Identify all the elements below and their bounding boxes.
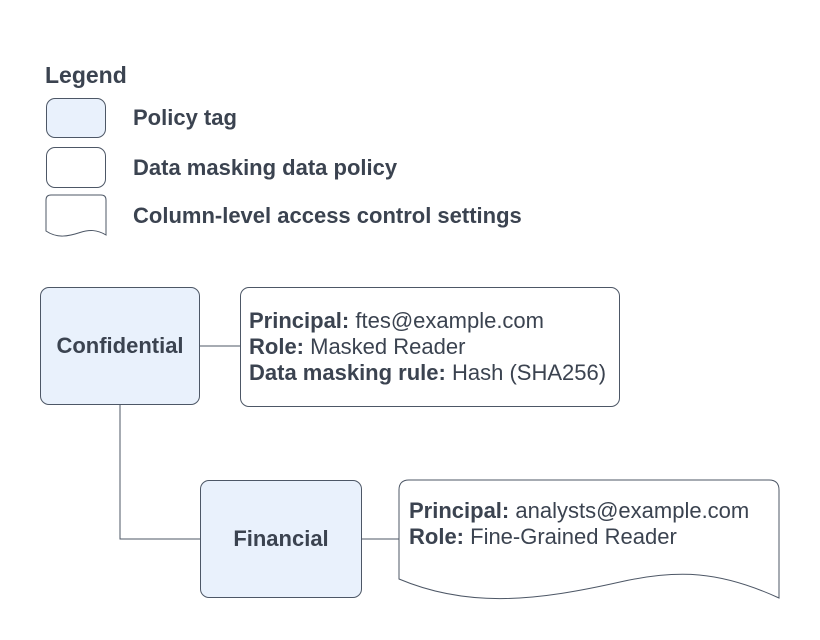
policy-field-masking-rule: Data masking rule: Hash (SHA256) xyxy=(249,360,619,386)
legend-title: Legend xyxy=(45,62,127,88)
field-value: Fine-Grained Reader xyxy=(470,524,677,549)
legend-label-data-masking-policy: Data masking data policy xyxy=(133,154,398,180)
field-value: Hash (SHA256) xyxy=(451,360,607,385)
field-label: Role: xyxy=(409,524,464,549)
legend-policy-tag-swatch xyxy=(46,98,106,138)
legend-document-shape xyxy=(45,194,107,237)
field-value: analysts@example.com xyxy=(515,498,750,523)
access-settings-text: Principal: analysts@example.com Role: Fi… xyxy=(409,498,749,550)
field-value: ftes@example.com xyxy=(355,308,544,333)
connector-confidential-to-financial xyxy=(119,405,200,540)
legend-data-policy-swatch xyxy=(46,147,106,188)
data-masking-policy-box: Principal: ftes@example.com Role: Masked… xyxy=(240,287,620,407)
field-label: Data masking rule: xyxy=(249,360,446,385)
policy-tag-confidential: Confidential xyxy=(40,287,200,405)
legend-label-policy-tag: Policy tag xyxy=(133,105,237,130)
policy-tag-financial: Financial xyxy=(200,480,362,598)
policy-field-role: Role: Masked Reader xyxy=(249,334,619,360)
field-label: Principal: xyxy=(249,308,350,333)
policy-field-principal: Principal: ftes@example.com xyxy=(249,308,619,334)
settings-field-principal: Principal: analysts@example.com xyxy=(409,498,749,524)
field-label: Role: xyxy=(249,334,304,359)
field-value: Masked Reader xyxy=(310,334,466,359)
settings-field-role: Role: Fine-Grained Reader xyxy=(409,524,749,550)
legend-label-column-access-settings: Column-level access control settings xyxy=(133,203,522,228)
field-label: Principal: xyxy=(409,498,510,523)
